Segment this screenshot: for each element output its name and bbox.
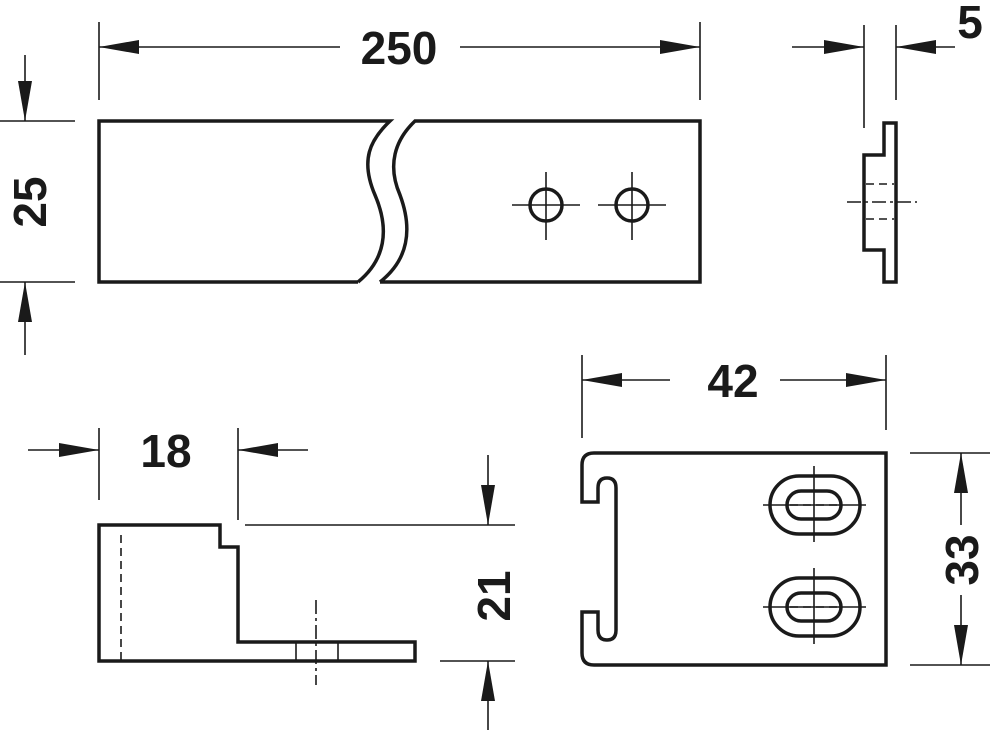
bracket-height-label: 33 — [936, 534, 988, 585]
profile-height-label: 21 — [468, 570, 520, 621]
hole-2 — [598, 172, 666, 240]
width-label: 25 — [4, 176, 56, 227]
bracket-front-view: 42 33 — [580, 355, 990, 667]
side-profile: 5 — [792, 0, 983, 284]
slot-2 — [763, 568, 866, 644]
strip-top-view — [97, 119, 702, 284]
dimension-width: 25 — [0, 55, 75, 355]
dimension-length: 250 — [98, 22, 701, 100]
thickness-label: 5 — [957, 0, 983, 48]
profile-depth-label: 18 — [140, 425, 191, 477]
length-label: 250 — [361, 22, 438, 74]
bracket-profile: 18 21 — [28, 425, 520, 730]
slot-1 — [763, 466, 866, 542]
bracket-width-label: 42 — [707, 355, 758, 407]
hole-1 — [512, 172, 580, 240]
